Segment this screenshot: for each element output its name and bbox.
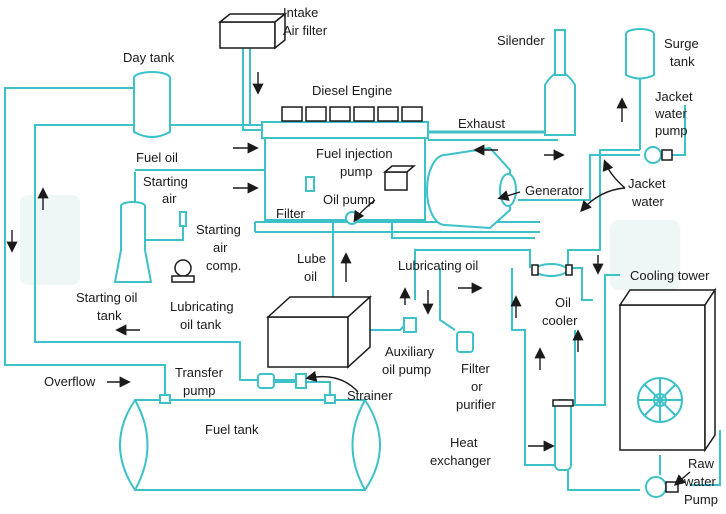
label-starting-air-2: air (162, 191, 177, 206)
label-exhaust: Exhaust (458, 116, 505, 131)
label-lubricating-oil: Lubricating oil (398, 258, 478, 273)
label-raw-water-pump-2: water (683, 474, 716, 489)
label-starting-air-comp-1: Starting (196, 222, 241, 237)
label-filter: Filter (276, 206, 306, 221)
label-lube-oil-2: oil (304, 269, 317, 284)
raw-water-pump (645, 476, 679, 498)
label-heat-exchanger-1: Heat (450, 435, 478, 450)
lubricating-oil-tank (266, 295, 372, 369)
transfer-pump (257, 373, 275, 389)
filter-or-purifier (456, 331, 474, 353)
label-lubricating-oil-tank-2: oil tank (180, 317, 222, 332)
label-silencer: Silender (497, 33, 545, 48)
label-auxiliary-oil-pump-2: oil pump (382, 362, 431, 377)
surge-tank (625, 28, 655, 80)
label-jacket-water-pump-1: Jacket (655, 89, 693, 104)
label-jacket-water-pump-2: water (654, 106, 687, 121)
label-lubricating-oil-tank-1: Lubricating (170, 299, 234, 314)
label-fuel-oil: Fuel oil (136, 150, 178, 165)
label-intake-1: Intake (283, 5, 318, 20)
label-filter-or-purifier-3: purifier (456, 397, 496, 412)
label-diesel-engine: Diesel Engine (312, 83, 392, 98)
fuel-tank (119, 394, 381, 491)
labels: Intake Air filter Day tank Diesel Engine… (44, 5, 718, 507)
label-day-tank: Day tank (123, 50, 175, 65)
intake-air-filter (217, 12, 288, 50)
label-raw-water-pump-1: Raw (688, 456, 715, 471)
label-starting-oil-tank-2: tank (97, 308, 122, 323)
label-auxiliary-oil-pump-1: Auxiliary (385, 344, 435, 359)
starting-air-compressor (171, 211, 195, 283)
label-filter-or-purifier-2: or (471, 379, 483, 394)
label-surge-tank-2: tank (670, 54, 695, 69)
heat-exchanger (552, 399, 574, 471)
label-starting-air-comp-3: comp. (206, 258, 241, 273)
label-jacket-water-pump-3: pump (655, 123, 688, 138)
label-starting-air-comp-2: air (213, 240, 228, 255)
label-oil-cooler-2: cooler (542, 313, 578, 328)
label-generator: Generator (525, 183, 584, 198)
label-oil-pump: Oil pump (323, 192, 375, 207)
jacket-water-pump (644, 146, 673, 164)
label-jacket-water-1: Jacket (628, 176, 666, 191)
oil-cooler (531, 263, 573, 277)
label-starting-oil-tank-1: Starting oil (76, 290, 138, 305)
flow-arrows (6, 72, 691, 486)
label-jacket-water-2: water (631, 194, 664, 209)
label-overflow: Overflow (44, 374, 96, 389)
label-fuel-tank: Fuel tank (205, 422, 259, 437)
fuel-injection-pump (382, 165, 417, 191)
label-surge-tank-1: Surge (664, 36, 699, 51)
engine-cylinders (281, 106, 423, 122)
label-transfer-pump-1: Transfer (175, 365, 224, 380)
label-oil-cooler-1: Oil (555, 295, 571, 310)
auxiliary-oil-pump (403, 317, 417, 333)
label-starting-air-1: Starting (143, 174, 188, 189)
label-fuel-injection-pump-1: Fuel injection (316, 146, 393, 161)
fuel-filter (305, 176, 315, 192)
generator (426, 146, 517, 230)
label-intake-2: Air filter (283, 23, 328, 38)
label-transfer-pump-2: pump (183, 383, 216, 398)
label-fuel-injection-pump-2: pump (340, 164, 373, 179)
label-raw-water-pump-3: Pump (684, 492, 718, 507)
silencer (544, 29, 576, 136)
day-tank (133, 71, 171, 138)
starting-oil-tank (113, 201, 153, 283)
label-lube-oil-1: Lube (297, 251, 326, 266)
cooling-tower (618, 287, 717, 453)
strainer (295, 373, 307, 389)
label-cooling-tower: Cooling tower (630, 268, 710, 283)
label-filter-or-purifier-1: Filter (461, 361, 491, 376)
label-strainer: Strainer (347, 388, 393, 403)
label-heat-exchanger-2: exchanger (430, 453, 491, 468)
